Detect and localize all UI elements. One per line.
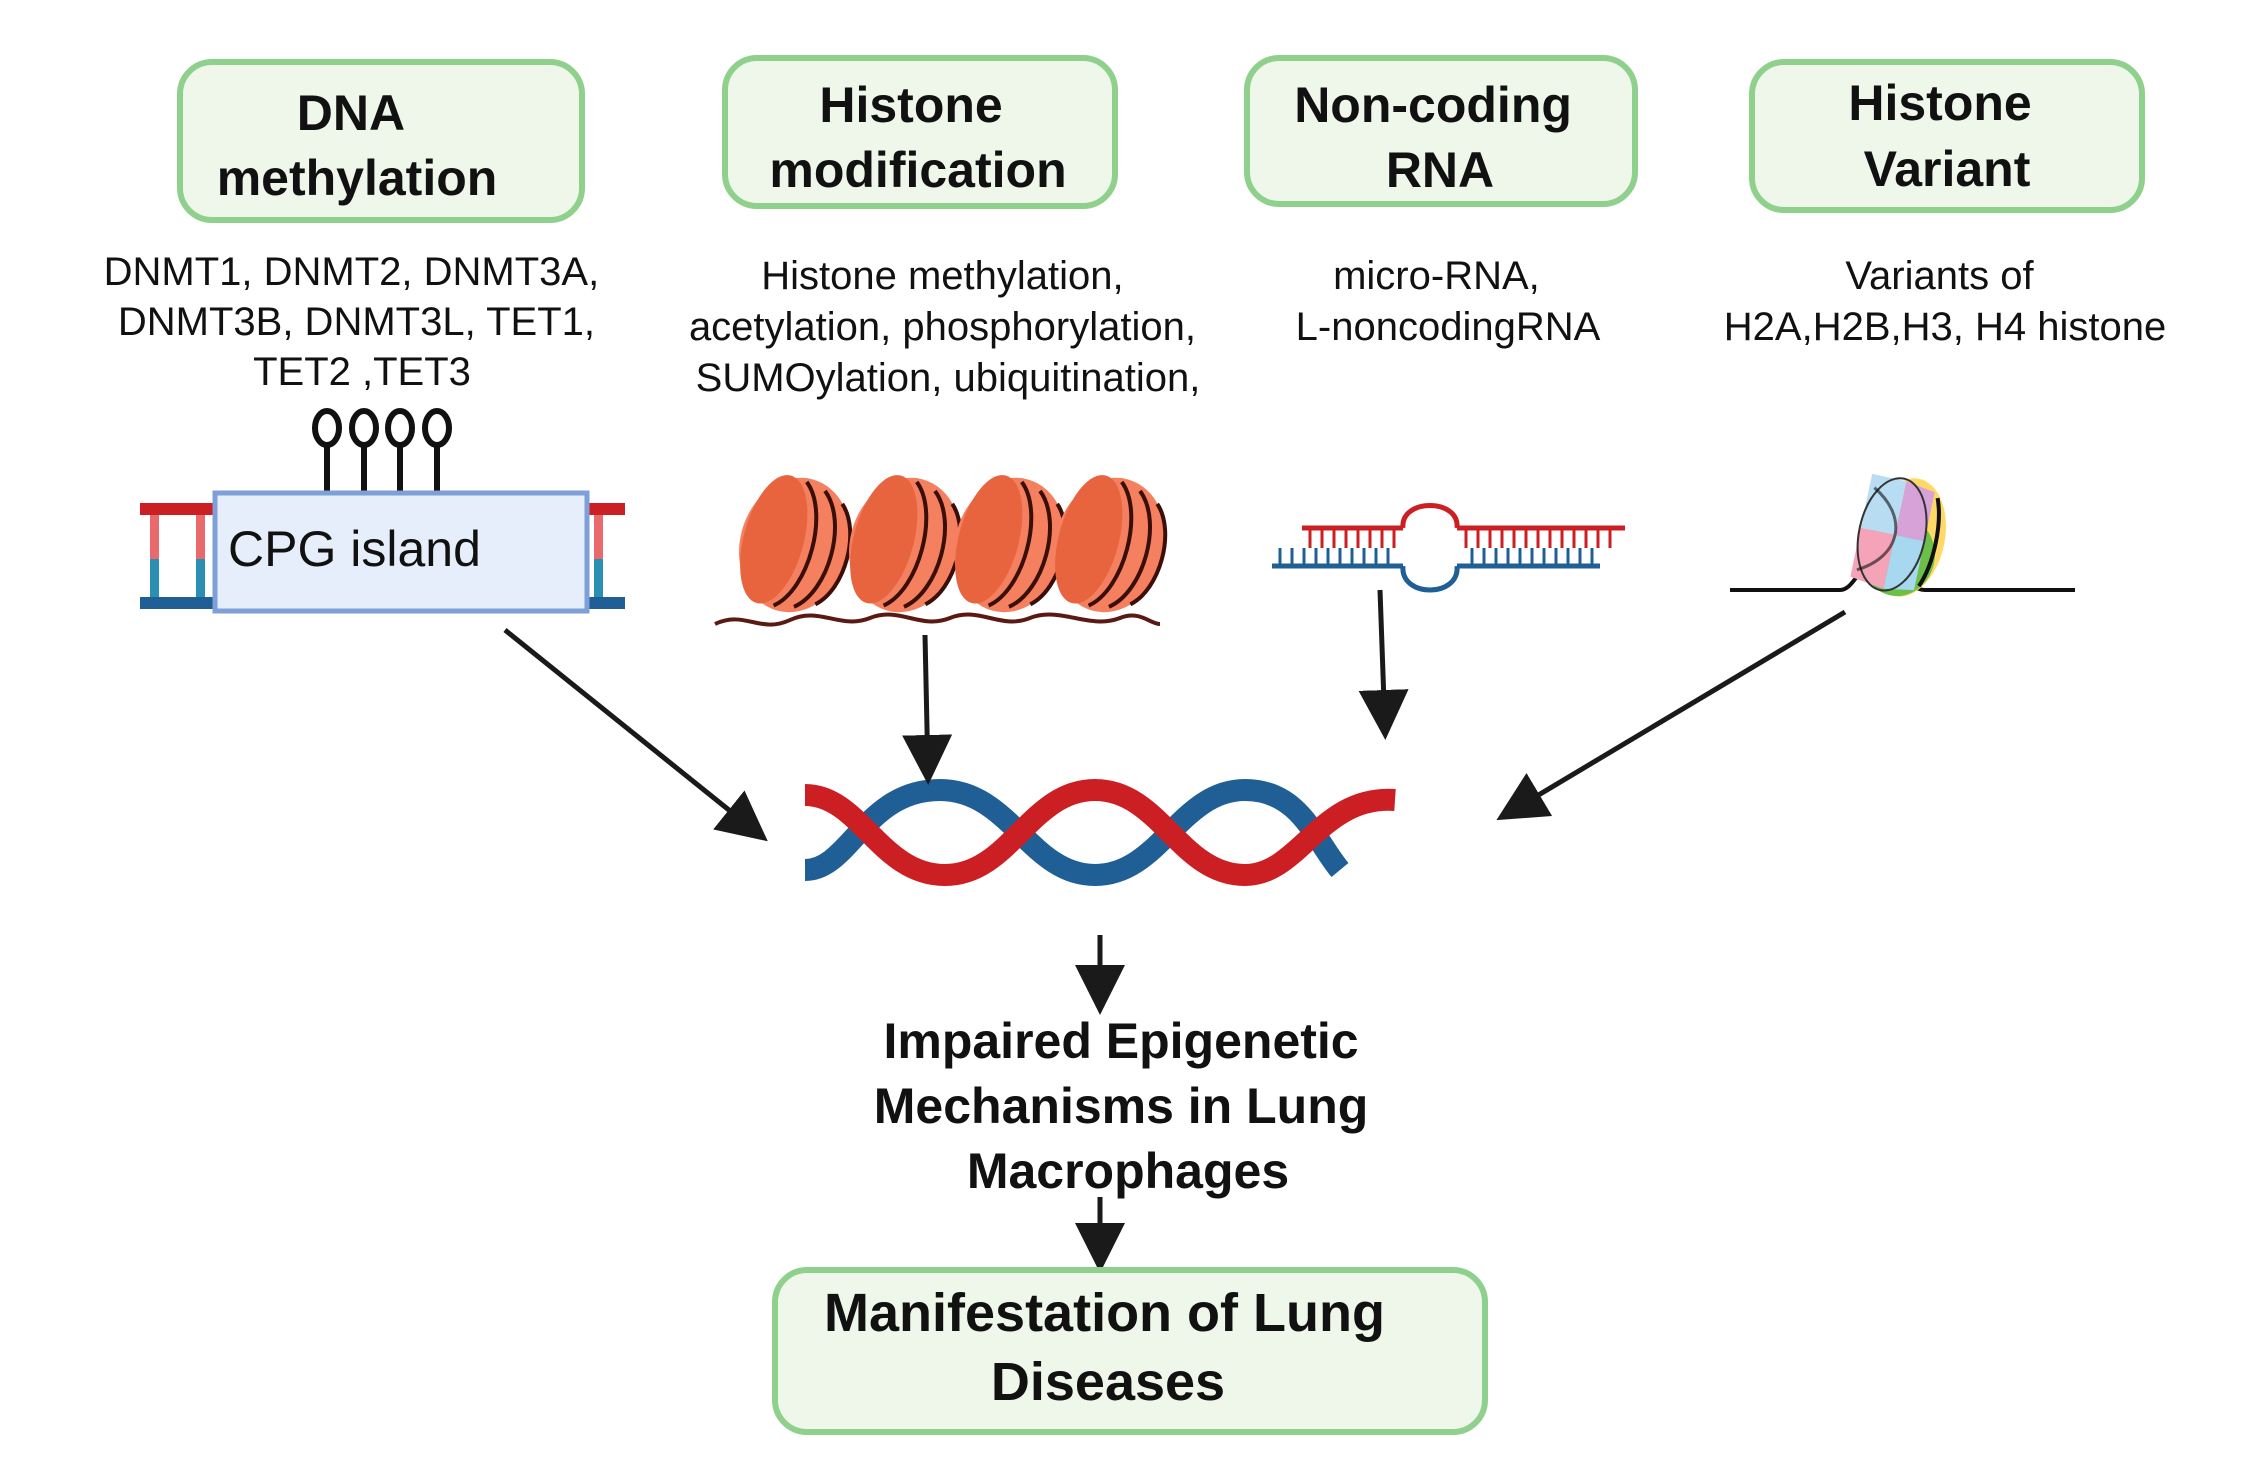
dna-methylation-title-line-1: DNA [297, 85, 404, 141]
methylated-dna-icon: CPG island [140, 408, 625, 614]
category-histone-modification: Histone modification Histone methylation… [689, 55, 1207, 400]
category-histone-variant: Histone Variant Variants of H2A,H2B,H3, … [1724, 59, 2166, 349]
methyl-group-icons [312, 408, 452, 495]
non-coding-rna-box [1244, 55, 1638, 207]
manifestation-line-1: Manifestation of Lung [824, 1283, 1385, 1343]
dna-double-helix-icon [803, 778, 1396, 887]
histone-variant-detail-line-1: Variants of [1845, 254, 2034, 298]
non-coding-rna-title-line-2: RNA [1386, 142, 1494, 198]
dna-methylation-box [177, 59, 585, 223]
nucleosome-array-icon [714, 475, 1168, 627]
arrows [503, 589, 1847, 1273]
non-coding-rna-title-line-1: Non-coding [1294, 77, 1572, 133]
arrow-dna-methylation [503, 628, 768, 842]
impaired-line-2: Mechanisms in Lung [874, 1078, 1369, 1134]
histone-modification-details: Histone methylation, acetylation, phosph… [689, 254, 1207, 400]
manifestation-text: Manifestation of Lung Diseases [824, 1283, 1400, 1412]
arrow-non-coding-rna [1358, 589, 1409, 740]
histone-modification-title-line-2: modification [769, 142, 1066, 198]
category-dna-methylation: DNA methylation DNMT1, DNMT2, DNMT3A, DN… [104, 59, 611, 394]
histone-variant-title: Histone Variant [1848, 75, 2045, 197]
impaired-mechanisms-text: Impaired Epigenetic Mechanisms in Lung M… [874, 1013, 1382, 1199]
non-coding-rna-details: micro-RNA, L-noncodingRNA [1296, 254, 1601, 349]
cpg-island-label: CPG island [228, 521, 481, 577]
histone-modification-detail-line-3: SUMOylation, ubiquitination, [696, 356, 1201, 400]
manifestation-box-group: Manifestation of Lung Diseases [772, 1267, 1488, 1435]
histone-modification-box [722, 55, 1118, 209]
non-coding-rna-detail-line-1: micro-RNA, [1333, 254, 1540, 298]
impaired-line-1: Impaired Epigenetic [883, 1013, 1358, 1069]
histone-variant-details: Variants of H2A,H2B,H3, H4 histone [1724, 254, 2166, 349]
histone-octamer-icon [1730, 473, 2075, 597]
dna-methylation-detail-line-1: DNMT1, DNMT2, DNMT3A, [104, 250, 600, 294]
dna-methylation-detail-line-3: TET2 ,TET3 [253, 350, 471, 394]
impaired-line-3: Macrophages [967, 1143, 1289, 1199]
cpg-island-box [212, 490, 590, 614]
histone-variant-title-line-1: Histone [1848, 75, 2031, 131]
histone-modification-detail-line-1: Histone methylation, [761, 254, 1123, 298]
dna-methylation-detail-line-2: DNMT3B, DNMT3L, TET1, [118, 300, 595, 344]
histone-modification-title: Histone modification [769, 77, 1066, 198]
rna-duplex-icon [1272, 503, 1625, 593]
histone-variant-detail-line-2: H2A,H2B,H3, H4 histone [1724, 305, 2166, 349]
histone-modification-detail-line-2: acetylation, phosphorylation, [689, 305, 1196, 349]
manifestation-line-2: Diseases [991, 1352, 1225, 1412]
dna-methylation-title-line-2: methylation [217, 150, 498, 206]
dna-methylation-details: DNMT1, DNMT2, DNMT3A, DNMT3B, DNMT3L, TE… [104, 250, 611, 394]
manifestation-box [772, 1267, 1488, 1435]
histone-variant-title-line-2: Variant [1864, 141, 2031, 197]
non-coding-rna-title: Non-coding RNA [1294, 77, 1586, 198]
arrow-histone-modification [902, 634, 953, 785]
arrow-histone-variant [1496, 609, 1847, 821]
histone-variant-box [1749, 59, 2145, 213]
dna-methylation-title: DNA methylation [217, 85, 498, 206]
histone-modification-title-line-1: Histone [819, 77, 1002, 133]
category-non-coding-rna: Non-coding RNA micro-RNA, L-noncodingRNA [1244, 55, 1638, 349]
non-coding-rna-detail-line-2: L-noncodingRNA [1296, 305, 1601, 349]
